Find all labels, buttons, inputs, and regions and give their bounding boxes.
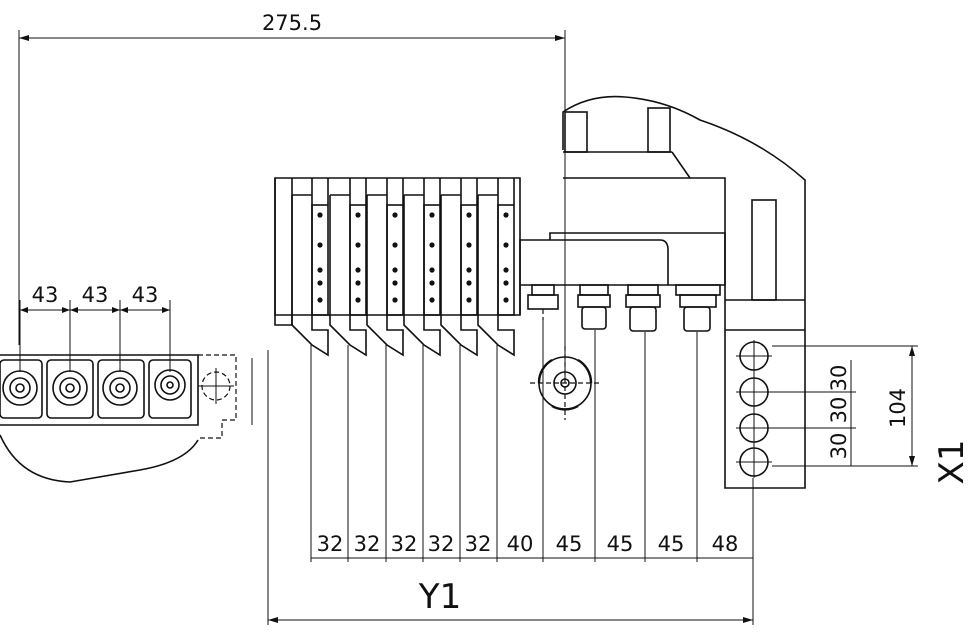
bottom-dim-9: 45: [658, 532, 685, 556]
turret-housing-outline: [562, 95, 806, 489]
dashed-station-outline: [198, 354, 237, 439]
y1-label: Y1: [418, 577, 461, 617]
right-tool-column: [736, 340, 772, 478]
turret-body: [274, 95, 806, 489]
right-dim-2: 30: [827, 397, 851, 424]
right-dim-total: 104: [886, 388, 910, 428]
workpiece-chuck: [530, 346, 600, 420]
tool-holder-4: [403, 178, 441, 357]
tool-holder-2: [329, 178, 367, 357]
x1-label: X1: [932, 440, 972, 485]
right-dim-3: 30: [827, 433, 851, 460]
bottom-dim-10: 48: [712, 532, 739, 556]
tool-spacing-label-2: 43: [82, 283, 109, 307]
dimension-tool-spacing: 43 43 43: [19, 283, 171, 372]
right-dim-1: 30: [827, 365, 851, 392]
bottom-dim-6: 40: [507, 532, 534, 556]
tool-holder-5: [440, 178, 478, 357]
dimension-bottom-chain: 32 32 32 32 32 40 45 45 45 48: [311, 532, 753, 559]
bottom-dim-2: 32: [354, 532, 381, 556]
left-tool-row: [0, 354, 253, 483]
tool-spacing-label-1: 43: [32, 283, 59, 307]
tool-holder-6: [477, 178, 515, 357]
driven-tool-3: [625, 284, 661, 332]
bottom-dim-7: 45: [556, 532, 583, 556]
driven-tool-1: [527, 284, 559, 320]
bottom-dim-5: 32: [465, 532, 492, 556]
tool-holders: [291, 178, 515, 357]
bottom-dim-1: 32: [317, 532, 344, 556]
dimension-y1: Y1: [268, 577, 753, 623]
tool-spacing-label-3: 43: [132, 283, 159, 307]
bottom-dim-8: 45: [607, 532, 634, 556]
bottom-dim-3: 32: [391, 532, 418, 556]
tool-holder-3: [366, 178, 404, 357]
dimension-overall-top-label: 275.5: [262, 11, 322, 35]
bottom-dim-4: 32: [428, 532, 455, 556]
driven-tool-2: [577, 284, 611, 330]
dimension-overall-top: 275.5: [18, 11, 566, 380]
bottom-extension-lines: [267, 320, 754, 625]
dimension-right-vertical: 30 30 30 104: [772, 345, 918, 467]
driven-tool-4: [675, 284, 721, 332]
tool-holder-1: [291, 178, 329, 357]
